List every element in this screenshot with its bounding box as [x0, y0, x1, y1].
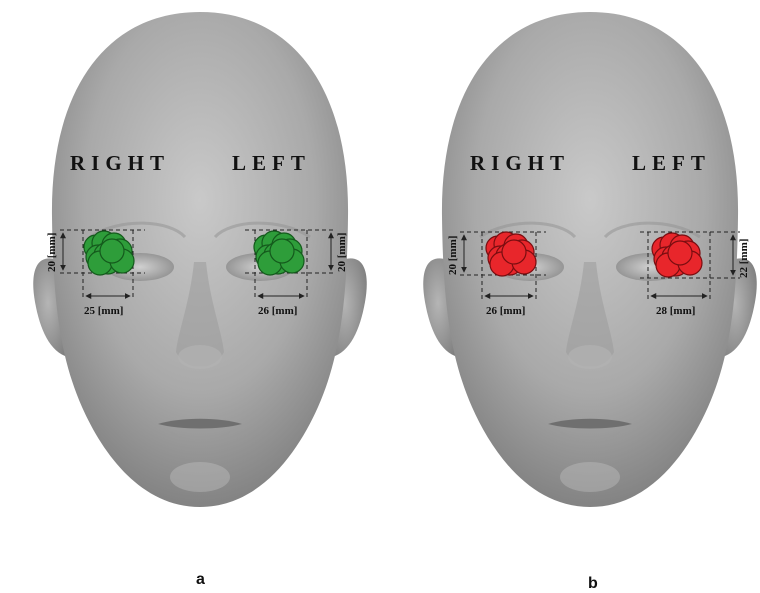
panel-letter-a: a — [196, 571, 205, 588]
right-eye-height-a: 20 [mm] — [46, 233, 58, 272]
right-label-b: RIGHT — [470, 151, 570, 175]
left-eye-height-a: 20 [mm] — [336, 233, 348, 272]
right-label-a: RIGHT — [70, 151, 170, 175]
left-eye-width-a: 26 [mm] — [258, 305, 297, 317]
fixation-dot — [668, 241, 692, 265]
right-eye-height-b: 20 [mm] — [447, 236, 459, 275]
head-illustration-b — [423, 12, 757, 507]
left-eye-width-b: 28 [mm] — [656, 305, 695, 317]
fixation-dot — [100, 239, 124, 263]
left-eye-height-b: 22 [mm] — [738, 239, 750, 278]
right-eye-width-a: 25 [mm] — [84, 305, 123, 317]
panel-a: RIGHT LEFT 20 [mm] 25 [mm] 20 [mm] 26 [m… — [33, 12, 367, 588]
left-label-a: LEFT — [232, 151, 311, 175]
fixation-dot — [270, 239, 294, 263]
panel-b: RIGHT LEFT 20 [mm] 26 [mm] 22 [mm] 28 [m… — [423, 12, 757, 592]
right-eye-width-b: 26 [mm] — [486, 305, 525, 317]
panel-letter-b: b — [588, 575, 598, 592]
left-label-b: LEFT — [632, 151, 711, 175]
fixation-dot — [502, 240, 526, 264]
